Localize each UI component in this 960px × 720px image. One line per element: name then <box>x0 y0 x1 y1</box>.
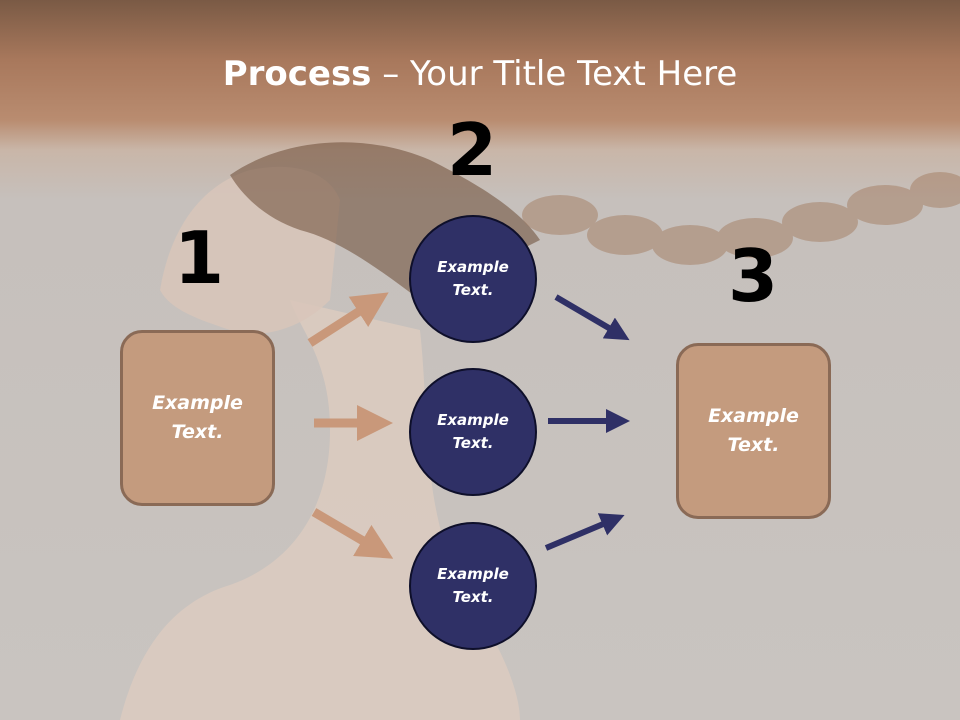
right-text-box[interactable]: Example Text. <box>676 343 831 519</box>
left-box-text: Example Text. <box>152 392 243 443</box>
circle-top[interactable]: Example Text. <box>409 215 537 343</box>
circle-top-text: Example Text. <box>437 258 509 299</box>
circle-bottom-text: Example Text. <box>437 565 509 606</box>
title-bold: Process <box>222 54 372 94</box>
slide-title: Process – Your Title Text Here <box>0 52 960 96</box>
step-number-2: 2 <box>446 108 498 192</box>
circle-middle-text: Example Text. <box>437 411 509 452</box>
circle-bottom[interactable]: Example Text. <box>409 522 537 650</box>
left-text-box[interactable]: Example Text. <box>120 330 275 506</box>
title-rest: – Your Title Text Here <box>371 54 738 94</box>
step-number-1: 1 <box>173 216 225 300</box>
step-number-3: 3 <box>727 234 779 318</box>
right-box-text: Example Text. <box>708 405 799 456</box>
circle-middle[interactable]: Example Text. <box>409 368 537 496</box>
